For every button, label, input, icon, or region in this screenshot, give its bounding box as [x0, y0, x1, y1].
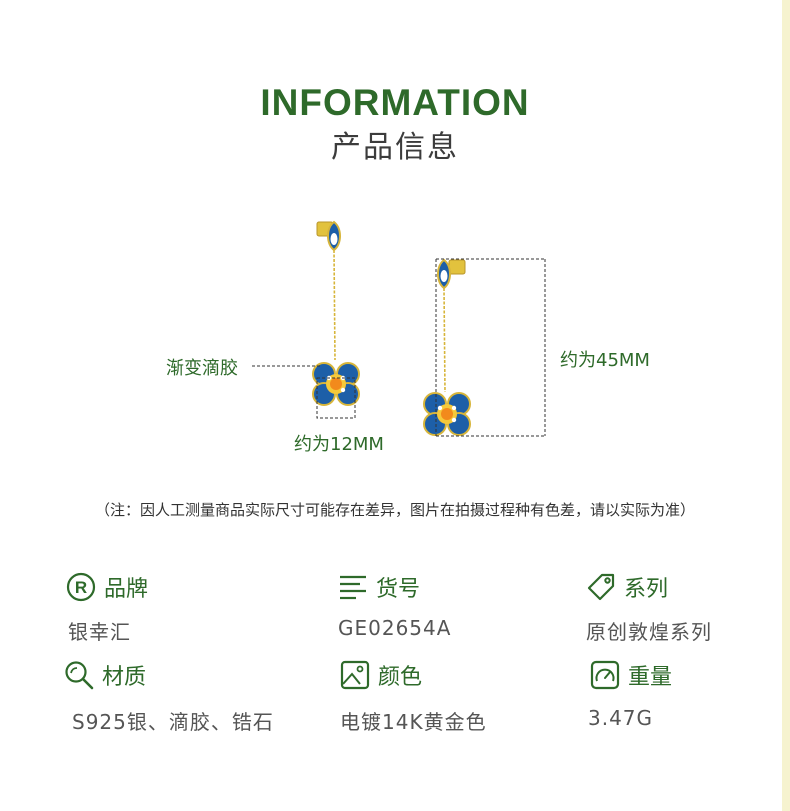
spec-series-head: 系列 [586, 571, 668, 603]
svg-text:R: R [75, 578, 87, 597]
page-title: INFORMATION [260, 82, 530, 123]
length-label: 约为45MM [560, 350, 650, 371]
spec-color-value: 电镀14K黄金色 [340, 710, 487, 734]
earring-diagram [252, 220, 546, 437]
spec-material-head: 材质 [64, 659, 146, 691]
list-lines-icon [340, 575, 366, 600]
spec-material-key: 材质 [102, 665, 147, 690]
spec-weight-head: 重量 [590, 659, 672, 691]
earring-right [423, 258, 546, 437]
spec-sku-head: 货号 [338, 571, 420, 603]
flower-size-label: 约为12MM [294, 434, 384, 455]
search-icon [65, 661, 94, 690]
tag-icon [587, 573, 615, 601]
spec-material-value: S925银、滴胶、锆石 [72, 710, 274, 734]
spec-brand-value: 银幸汇 [68, 620, 131, 644]
spec-brand-key: 品牌 [104, 577, 149, 602]
enamel-label: 渐变滴胶 [166, 358, 238, 379]
spec-series-key: 系列 [624, 577, 669, 602]
spec-sku-value: GE02654A [338, 616, 452, 640]
measurement-note: （注：因人工测量商品实际尺寸可能存在差异，图片在拍摄过程种有色差，请以实际为准） [94, 501, 695, 519]
spec-weight-key: 重量 [628, 665, 673, 690]
spec-sku-key: 货号 [376, 577, 421, 602]
gauge-icon [590, 660, 620, 690]
flower-right [423, 392, 471, 436]
page-subtitle: 产品信息 [331, 130, 459, 165]
spec-brand-head: R 品牌 [66, 571, 148, 603]
spec-color-key: 颜色 [378, 665, 423, 690]
image-icon [340, 660, 370, 690]
spec-weight-value: 3.47G [588, 706, 654, 730]
earring-left [252, 220, 360, 419]
spec-series-value: 原创敦煌系列 [586, 620, 712, 644]
side-stripe [782, 0, 790, 811]
registered-icon: R [66, 572, 96, 602]
spec-color-head: 颜色 [340, 659, 422, 691]
flower-left [312, 362, 360, 406]
